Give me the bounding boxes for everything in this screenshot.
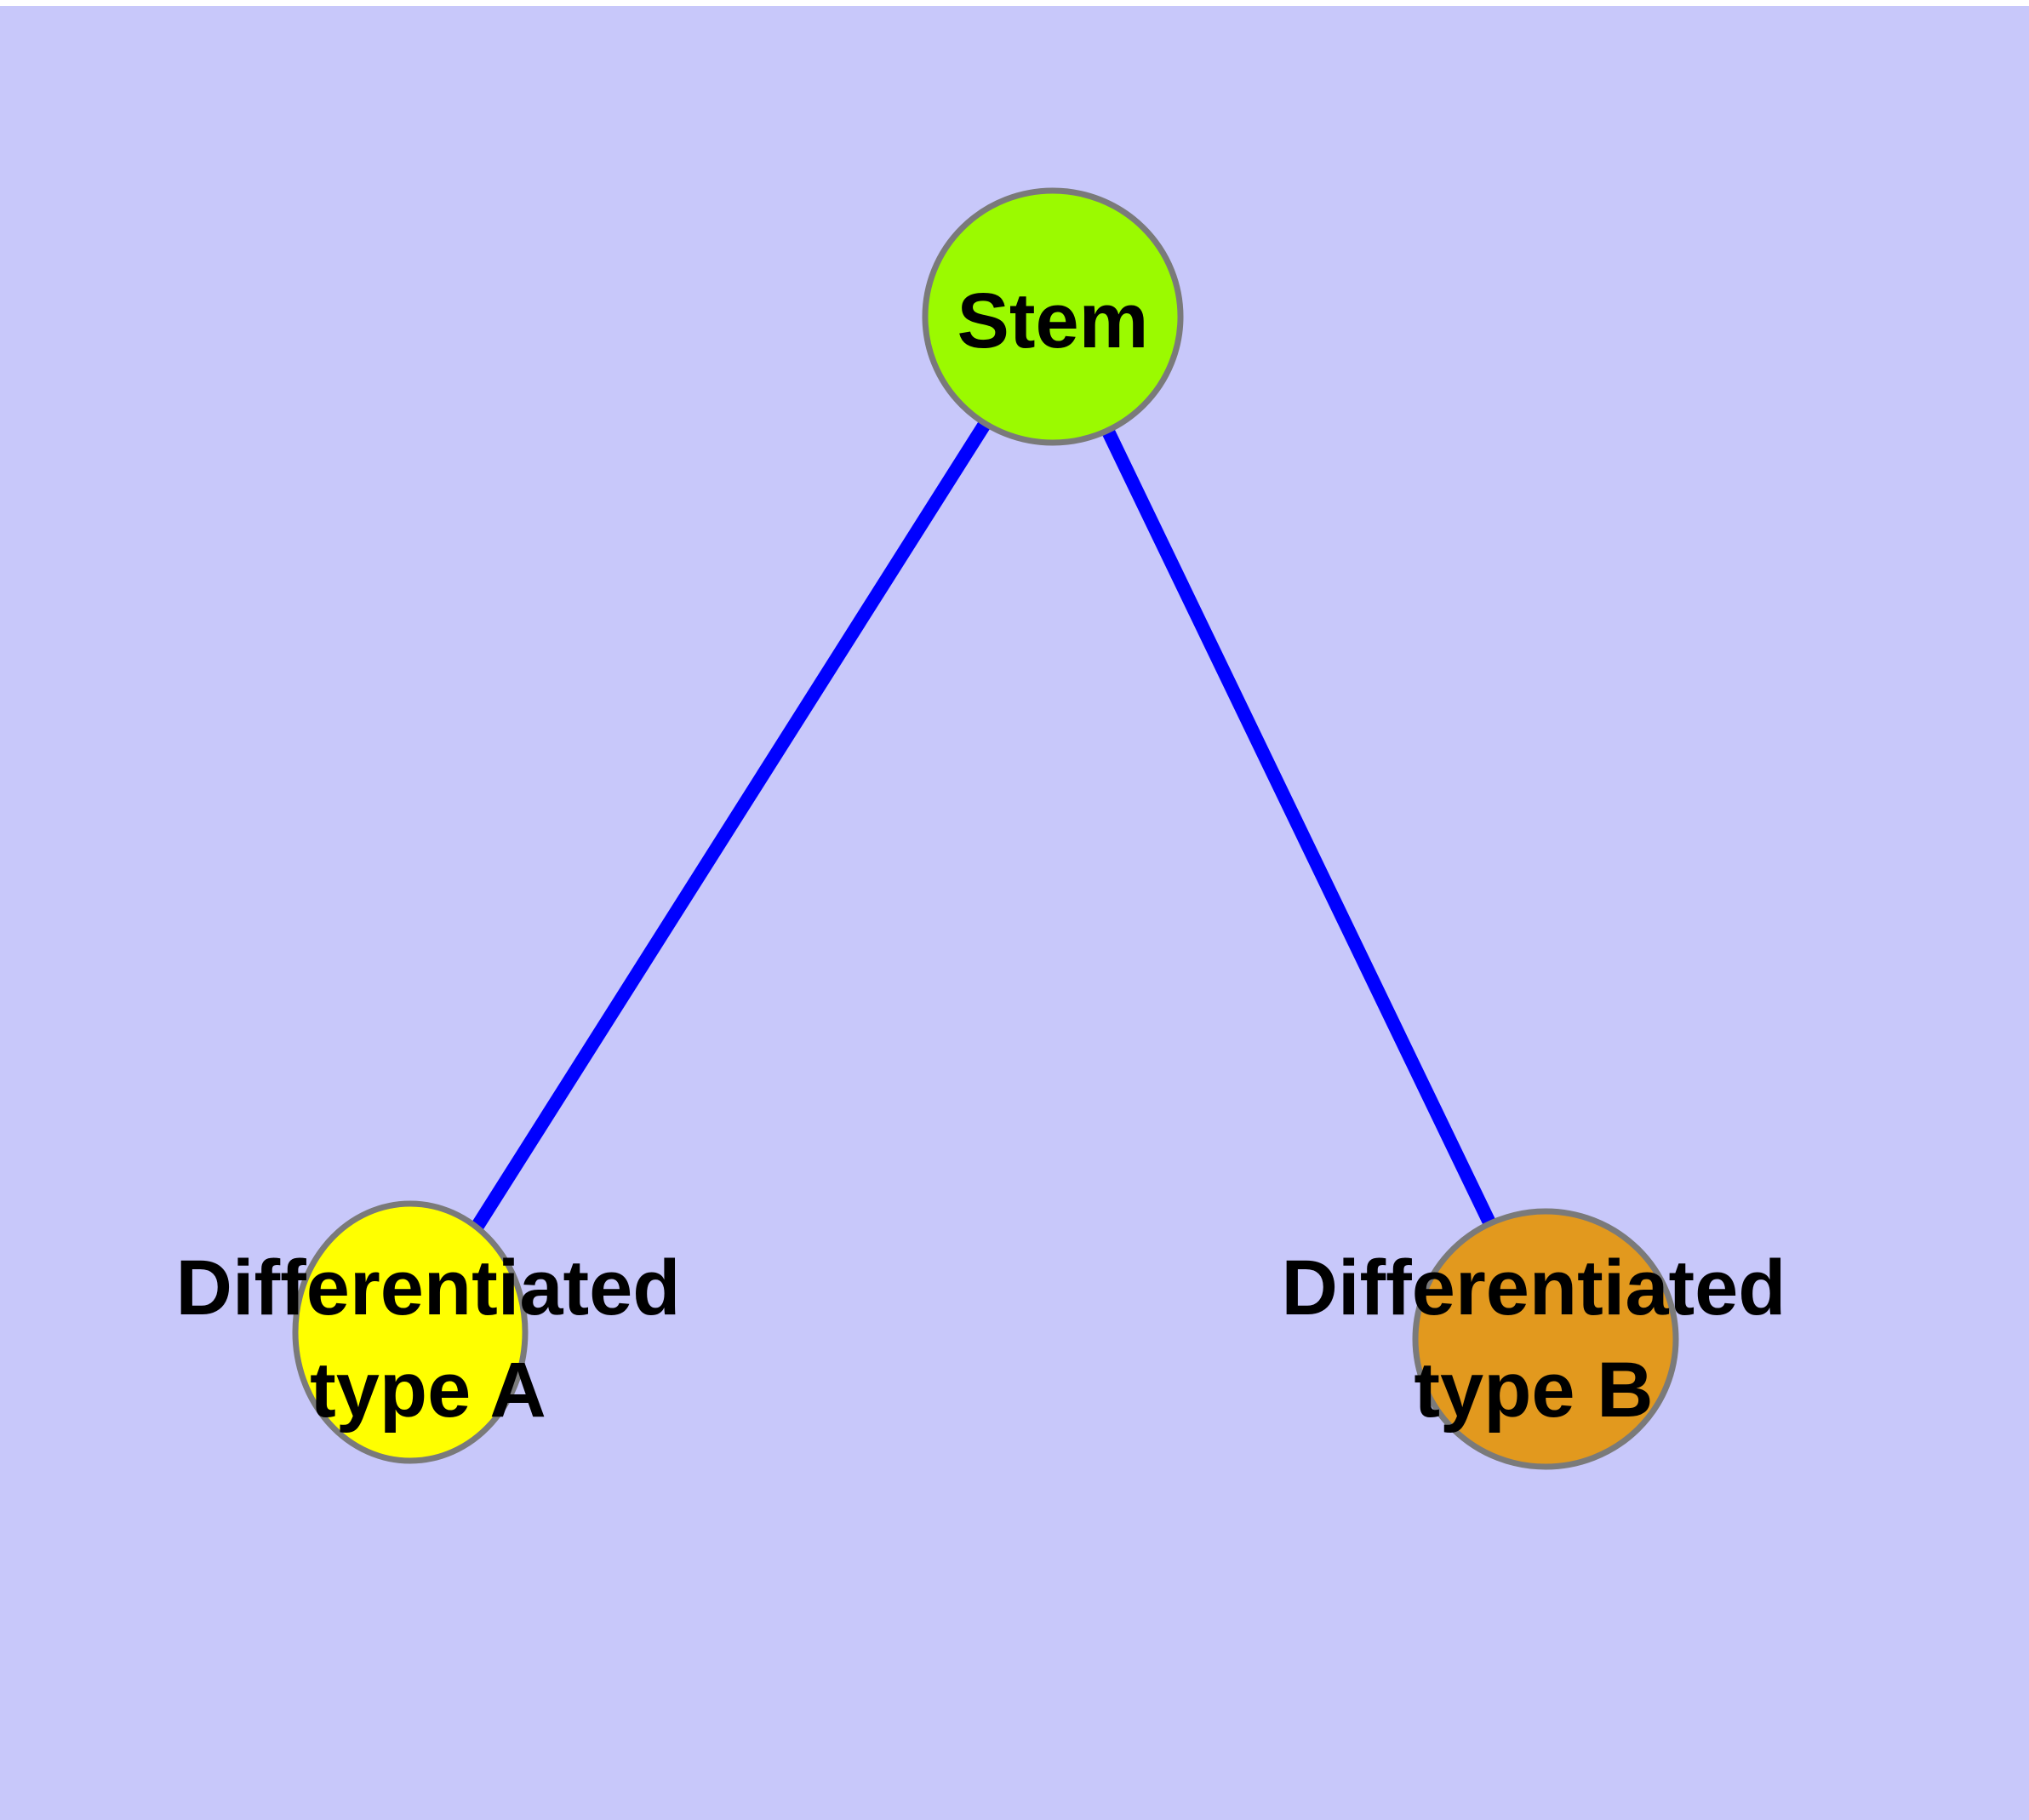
node-type-a-circle <box>292 1200 529 1464</box>
node-type-a-label: Differentiated type A <box>45 1237 811 1441</box>
node-type-a-label-line1: Differentiated <box>175 1245 681 1331</box>
edge-stem-to-type-a <box>404 312 1059 1336</box>
node-stem-label: Stem <box>957 278 1149 364</box>
node-type-a-label-line2: type A <box>310 1347 546 1434</box>
node-type-b-circle <box>1412 1208 1679 1470</box>
node-type-b-label-line2: type B <box>1414 1347 1654 1434</box>
diagram-canvas: Stem Differentiated type A Differentiate… <box>0 6 2029 1820</box>
node-type-b-label-line1: Differentiated <box>1281 1245 1786 1331</box>
node-stem-circle <box>922 187 1184 446</box>
node-type-b-label: Differentiated type B <box>1151 1237 1917 1441</box>
edge-stem-to-type-b <box>1046 313 1552 1342</box>
